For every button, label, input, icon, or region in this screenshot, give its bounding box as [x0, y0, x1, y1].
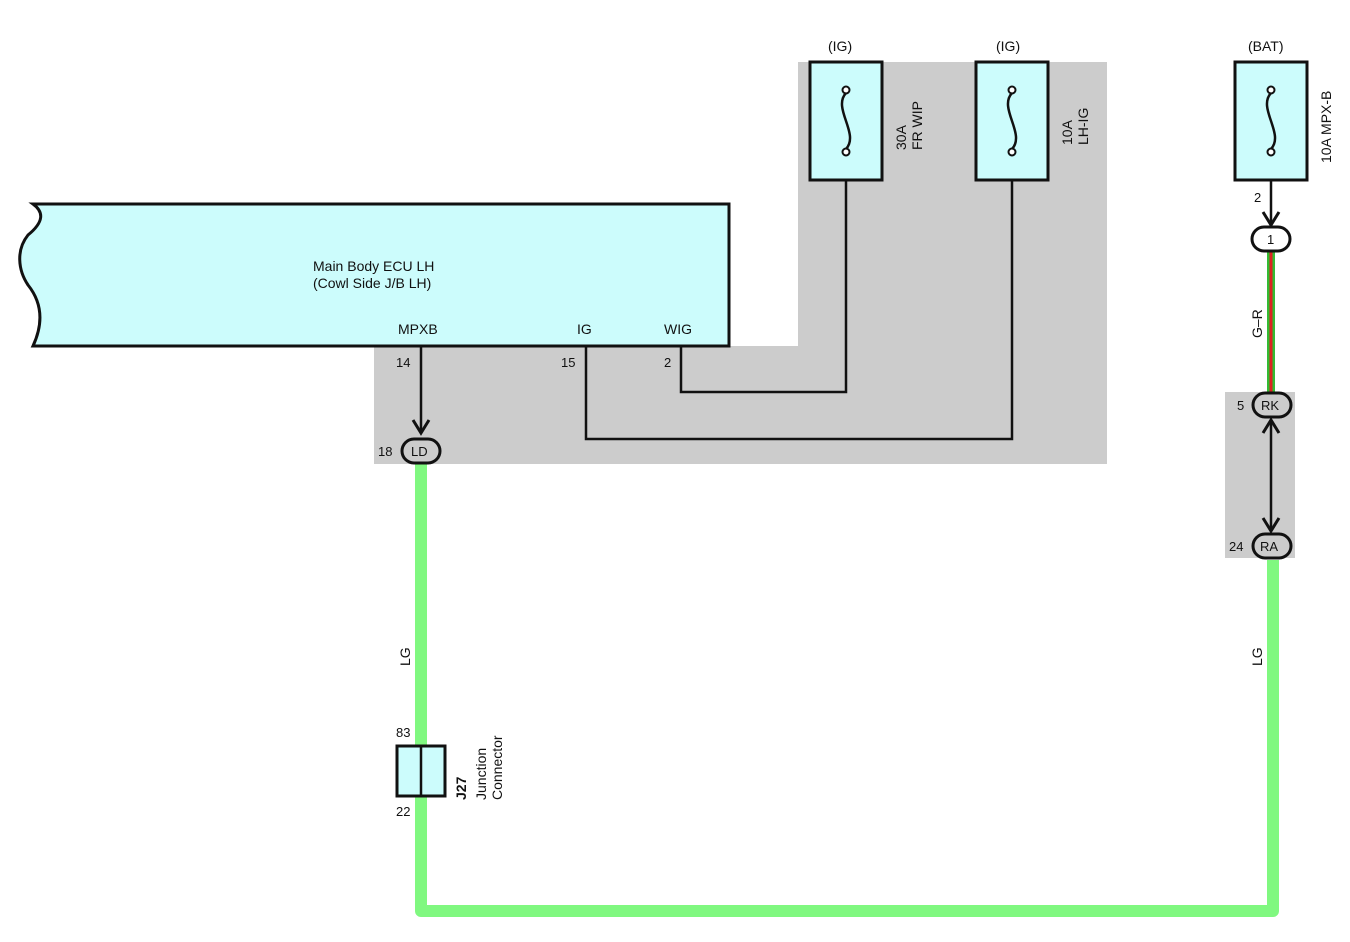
connector-rk-pin: 5 [1237, 398, 1244, 413]
terminal-wig-label: WIG [664, 321, 692, 337]
junction-pin-top: 83 [396, 725, 410, 740]
terminal-ig-label: IG [577, 321, 592, 337]
fuse1-name: FR WIP [909, 101, 925, 150]
fuse3-pin: 2 [1254, 190, 1261, 205]
connector-rk-code: RK [1261, 398, 1279, 413]
pin-2-wig: 2 [664, 355, 671, 370]
jb-shade-area [374, 62, 1107, 464]
fuse3-label: 10A MPX-B [1318, 91, 1334, 163]
junction-pin-bottom: 22 [396, 804, 410, 819]
fuse1-source: (IG) [828, 38, 852, 54]
connector-ra-pin: 24 [1229, 539, 1243, 554]
wire-lg-right-code: LG [1249, 647, 1265, 666]
fuse3-term-bottom [1266, 147, 1276, 157]
junction-label-line1: Junction [473, 748, 489, 800]
connector-rk [1251, 391, 1293, 419]
fuse3-element-icon [1265, 92, 1277, 150]
ra-arrow-icon [1261, 517, 1281, 534]
connector-shade-area [1225, 392, 1295, 558]
fuse1-element-icon [840, 92, 852, 150]
fuse2-name: LH-IG [1075, 108, 1091, 145]
connector-ld-code: LD [411, 444, 428, 459]
fuse2-rating: 10A [1059, 119, 1075, 145]
junction-code: J27 [453, 776, 469, 800]
connector-ld [400, 437, 442, 465]
pin-14: 14 [396, 355, 410, 370]
connector-1 [1250, 225, 1292, 253]
junction-label-line2: Connector [489, 735, 505, 800]
ecu-title-line2: (Cowl Side J/B LH) [313, 275, 431, 291]
wig-wire [679, 152, 848, 394]
connector-ld-pin: 18 [378, 444, 392, 459]
fuse3-term-top [1266, 85, 1276, 95]
fuse2-element-icon [1006, 92, 1018, 150]
fuse2-term-bottom [1007, 147, 1017, 157]
fuse3-source: (BAT) [1248, 38, 1284, 54]
connector-ra-code: RA [1260, 539, 1278, 554]
terminal-mpxb-label: MPXB [398, 321, 438, 337]
ecu-box [18, 202, 731, 348]
fuse1-term-top [841, 85, 851, 95]
wire-lg-left-code: LG [397, 647, 413, 666]
fuse2-term-top [1007, 85, 1017, 95]
pin-15: 15 [561, 355, 575, 370]
connector-1-code: 1 [1267, 232, 1274, 247]
ld-arrow-icon [411, 419, 431, 436]
rk-arrow-icon [1261, 417, 1281, 434]
ig-wire [584, 152, 1014, 441]
fuse1-rating: 30A [893, 124, 909, 150]
wire-g-r-code: G–R [1249, 309, 1265, 338]
c1-arrow-icon [1261, 211, 1281, 228]
fuse2-source: (IG) [996, 38, 1020, 54]
fuse1-term-bottom [841, 147, 851, 157]
wire-lg [415, 464, 1279, 917]
ecu-title-line1: Main Body ECU LH [313, 258, 434, 274]
connector-ra [1251, 532, 1293, 560]
